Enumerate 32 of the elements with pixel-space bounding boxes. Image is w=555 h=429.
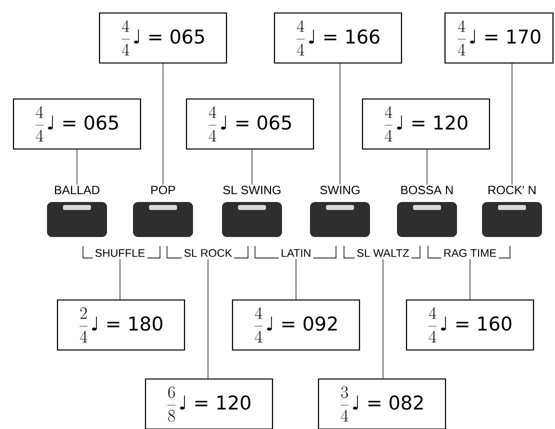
node-label: BALLAD <box>54 186 100 194</box>
tempo-box: $\frac{3}{4}$ ♩ = 082 <box>318 378 446 429</box>
bracket-label: SHUFFLE <box>82 246 160 258</box>
mode-button: SWING <box>310 186 370 237</box>
tempo-box: $\frac{6}{8}$ ♩ = 120 <box>144 378 274 429</box>
tempo-box: $\frac{4}{4}$ ♩ = 065 <box>186 98 314 150</box>
bracket-label: LATIN <box>254 246 336 258</box>
leader-line <box>76 149 78 185</box>
bracket-label: SL WALTZ <box>344 246 420 258</box>
tempo-box: $\frac{2}{4}$ ♩ = 180 <box>56 299 186 351</box>
leader-line <box>382 258 384 379</box>
node-label: SL SWING <box>223 186 280 194</box>
bracket-label: SL ROCK <box>166 246 248 258</box>
node-label: SWING <box>320 186 360 194</box>
mode-button: BOSSA N <box>397 186 457 237</box>
leader-line <box>162 63 164 185</box>
mode-button: POP <box>133 186 193 237</box>
mode-button: ROCK' N <box>482 186 542 237</box>
tempo-box: $\frac{4}{4}$ ♩ = 166 <box>274 12 402 64</box>
node-label: POP <box>151 186 176 194</box>
bracket-label: RAG TIME <box>428 246 510 258</box>
tempo-box: $\frac{4}{4}$ ♩ = 065 <box>98 12 228 64</box>
tempo-box: $\frac{4}{4}$ ♩ = 120 <box>362 98 490 150</box>
mode-button: SL SWING <box>222 186 282 237</box>
node-label: ROCK' N <box>488 186 536 194</box>
tempo-box: $\frac{4}{4}$ ♩ = 170 <box>444 12 554 64</box>
node-label: BOSSA N <box>401 186 453 194</box>
mode-button: BALLAD <box>47 186 107 237</box>
leader-line <box>426 149 428 185</box>
tempo-box: $\frac{4}{4}$ ♩ = 065 <box>12 98 142 150</box>
tempo-box: $\frac{4}{4}$ ♩ = 160 <box>406 299 534 351</box>
tempo-box: $\frac{4}{4}$ ♩ = 092 <box>232 299 360 351</box>
